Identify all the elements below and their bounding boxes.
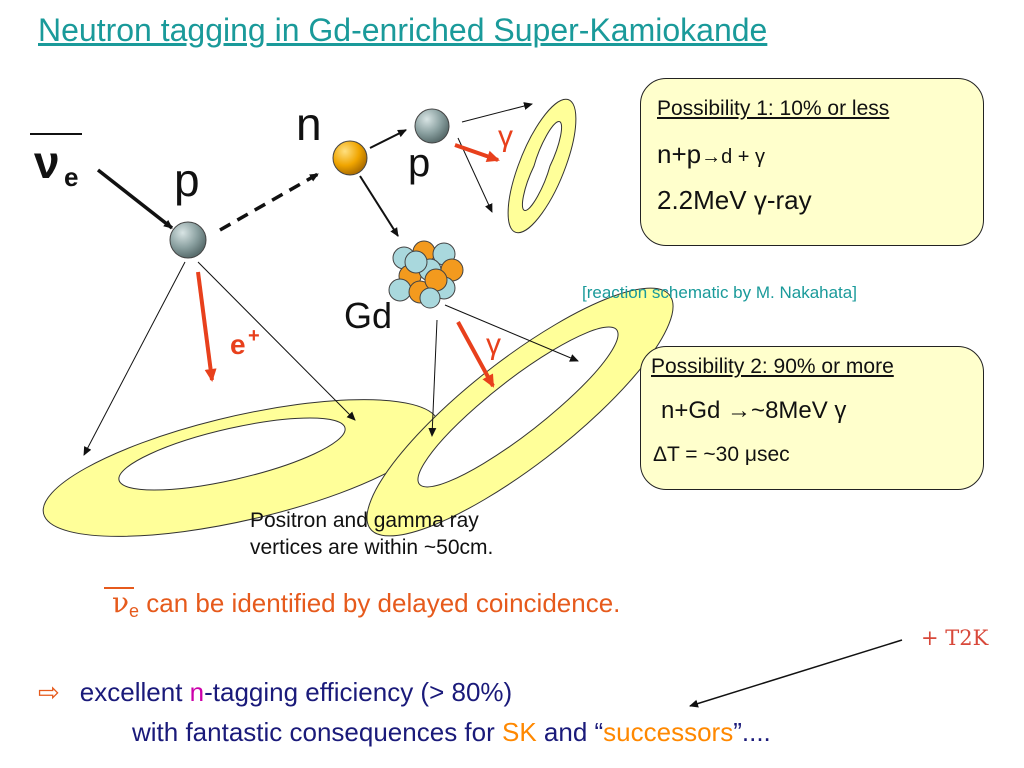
possibility-2-heading: Possibility 2: 90% or more: [651, 355, 894, 378]
gamma-label-proton: γ: [498, 120, 513, 153]
bullet-arrow-icon: ⇨: [38, 677, 60, 707]
cone-line: [197, 261, 356, 421]
gd-nucleus: [388, 240, 464, 309]
conclusion-nu: ν: [112, 586, 130, 619]
gamma-arrow-proton: [454, 143, 500, 163]
gamma-arrow-gd: [456, 321, 495, 388]
cone-line: [461, 102, 533, 123]
proton2-label: p: [408, 141, 430, 185]
possibility-1-energy: 2.2MeV γ-ray: [657, 185, 812, 215]
gamma-ring-proton: [507, 98, 577, 234]
positron-arrow: [196, 271, 217, 382]
neutron-particle: [332, 140, 368, 176]
reaction-rhs: d + γ: [721, 146, 766, 168]
gd-label: Gd: [344, 295, 392, 336]
positron-sup: +: [248, 325, 260, 347]
conclusion-line: νe can be identified by delayed coincide…: [112, 586, 620, 622]
bullet-text-3: with fantastic consequences for: [132, 717, 502, 747]
vertex-note-line2: vertices are within ~50cm.: [250, 536, 494, 559]
bullet-n: n: [189, 677, 205, 707]
possibility-2-box: Possibility 2: 90% or more n+Gd →~8MeV γ…: [640, 346, 984, 490]
reaction-lhs: n+p: [657, 139, 702, 169]
bullet-text-5: ”....: [733, 717, 771, 747]
neutron-track: [219, 172, 319, 232]
neutron-to-gd-track: [359, 175, 399, 237]
proton-particle: [414, 108, 450, 144]
possibility-1-heading: Possibility 1: 10% or less: [657, 97, 890, 120]
possibility-2-timing: ΔT = ~30 μsec: [653, 443, 790, 466]
proton-label: p: [174, 154, 200, 206]
cone-line: [83, 261, 186, 456]
gamma-ring-gd: [366, 287, 674, 537]
bullet-text-4: and “: [536, 717, 604, 747]
vertex-note: Positron and gamma ray vertices are with…: [250, 507, 493, 561]
conclusion-nu-sub: e: [129, 601, 140, 621]
t2k-note: + T2K: [921, 626, 989, 650]
possibility-1-box: Possibility 1: 10% or less n+p→d + γ 2.2…: [640, 78, 984, 246]
bullet-line-2: with fantastic consequences for SK and “…: [132, 717, 771, 748]
cone-line: [428, 319, 438, 437]
conclusion-text: can be identified by delayed coincidence…: [139, 588, 621, 618]
neutron-label: n: [296, 98, 322, 150]
bullet-text-2: -tagging efficiency (> 80%): [204, 677, 513, 707]
bullet-text-1: excellent: [79, 677, 190, 707]
cone-line: [457, 137, 493, 213]
bullet-line-1: ⇨ excellent n-tagging efficiency (> 80%): [38, 677, 512, 708]
possibility-1-reaction: n+p→d + γ: [657, 139, 765, 170]
positron-label: e: [230, 329, 246, 360]
antineutrino-symbol: ν: [34, 136, 60, 188]
reaction-arrow: →: [701, 146, 722, 168]
proton-particle: [169, 221, 207, 259]
gamma-label-gd: γ: [486, 328, 501, 361]
slide-title: Neutron tagging in Gd-enriched Super-Kam…: [38, 12, 768, 48]
antineutrino-track: [96, 168, 174, 230]
possibility-2-reaction: n+Gd →~8MeV γ: [661, 397, 847, 424]
neutron-to-proton-track: [369, 129, 407, 149]
bullet-sk: SK: [501, 717, 537, 747]
t2k-pointer-arrow: [689, 639, 903, 708]
antineutrino-subscript: e: [64, 162, 78, 192]
cone-line: [444, 304, 579, 362]
vertex-note-line1: Positron and gamma ray: [250, 509, 479, 532]
schematic-credit: [reaction schematic by M. Nakahata]: [582, 283, 857, 302]
bullet-successors: successors: [603, 717, 734, 747]
